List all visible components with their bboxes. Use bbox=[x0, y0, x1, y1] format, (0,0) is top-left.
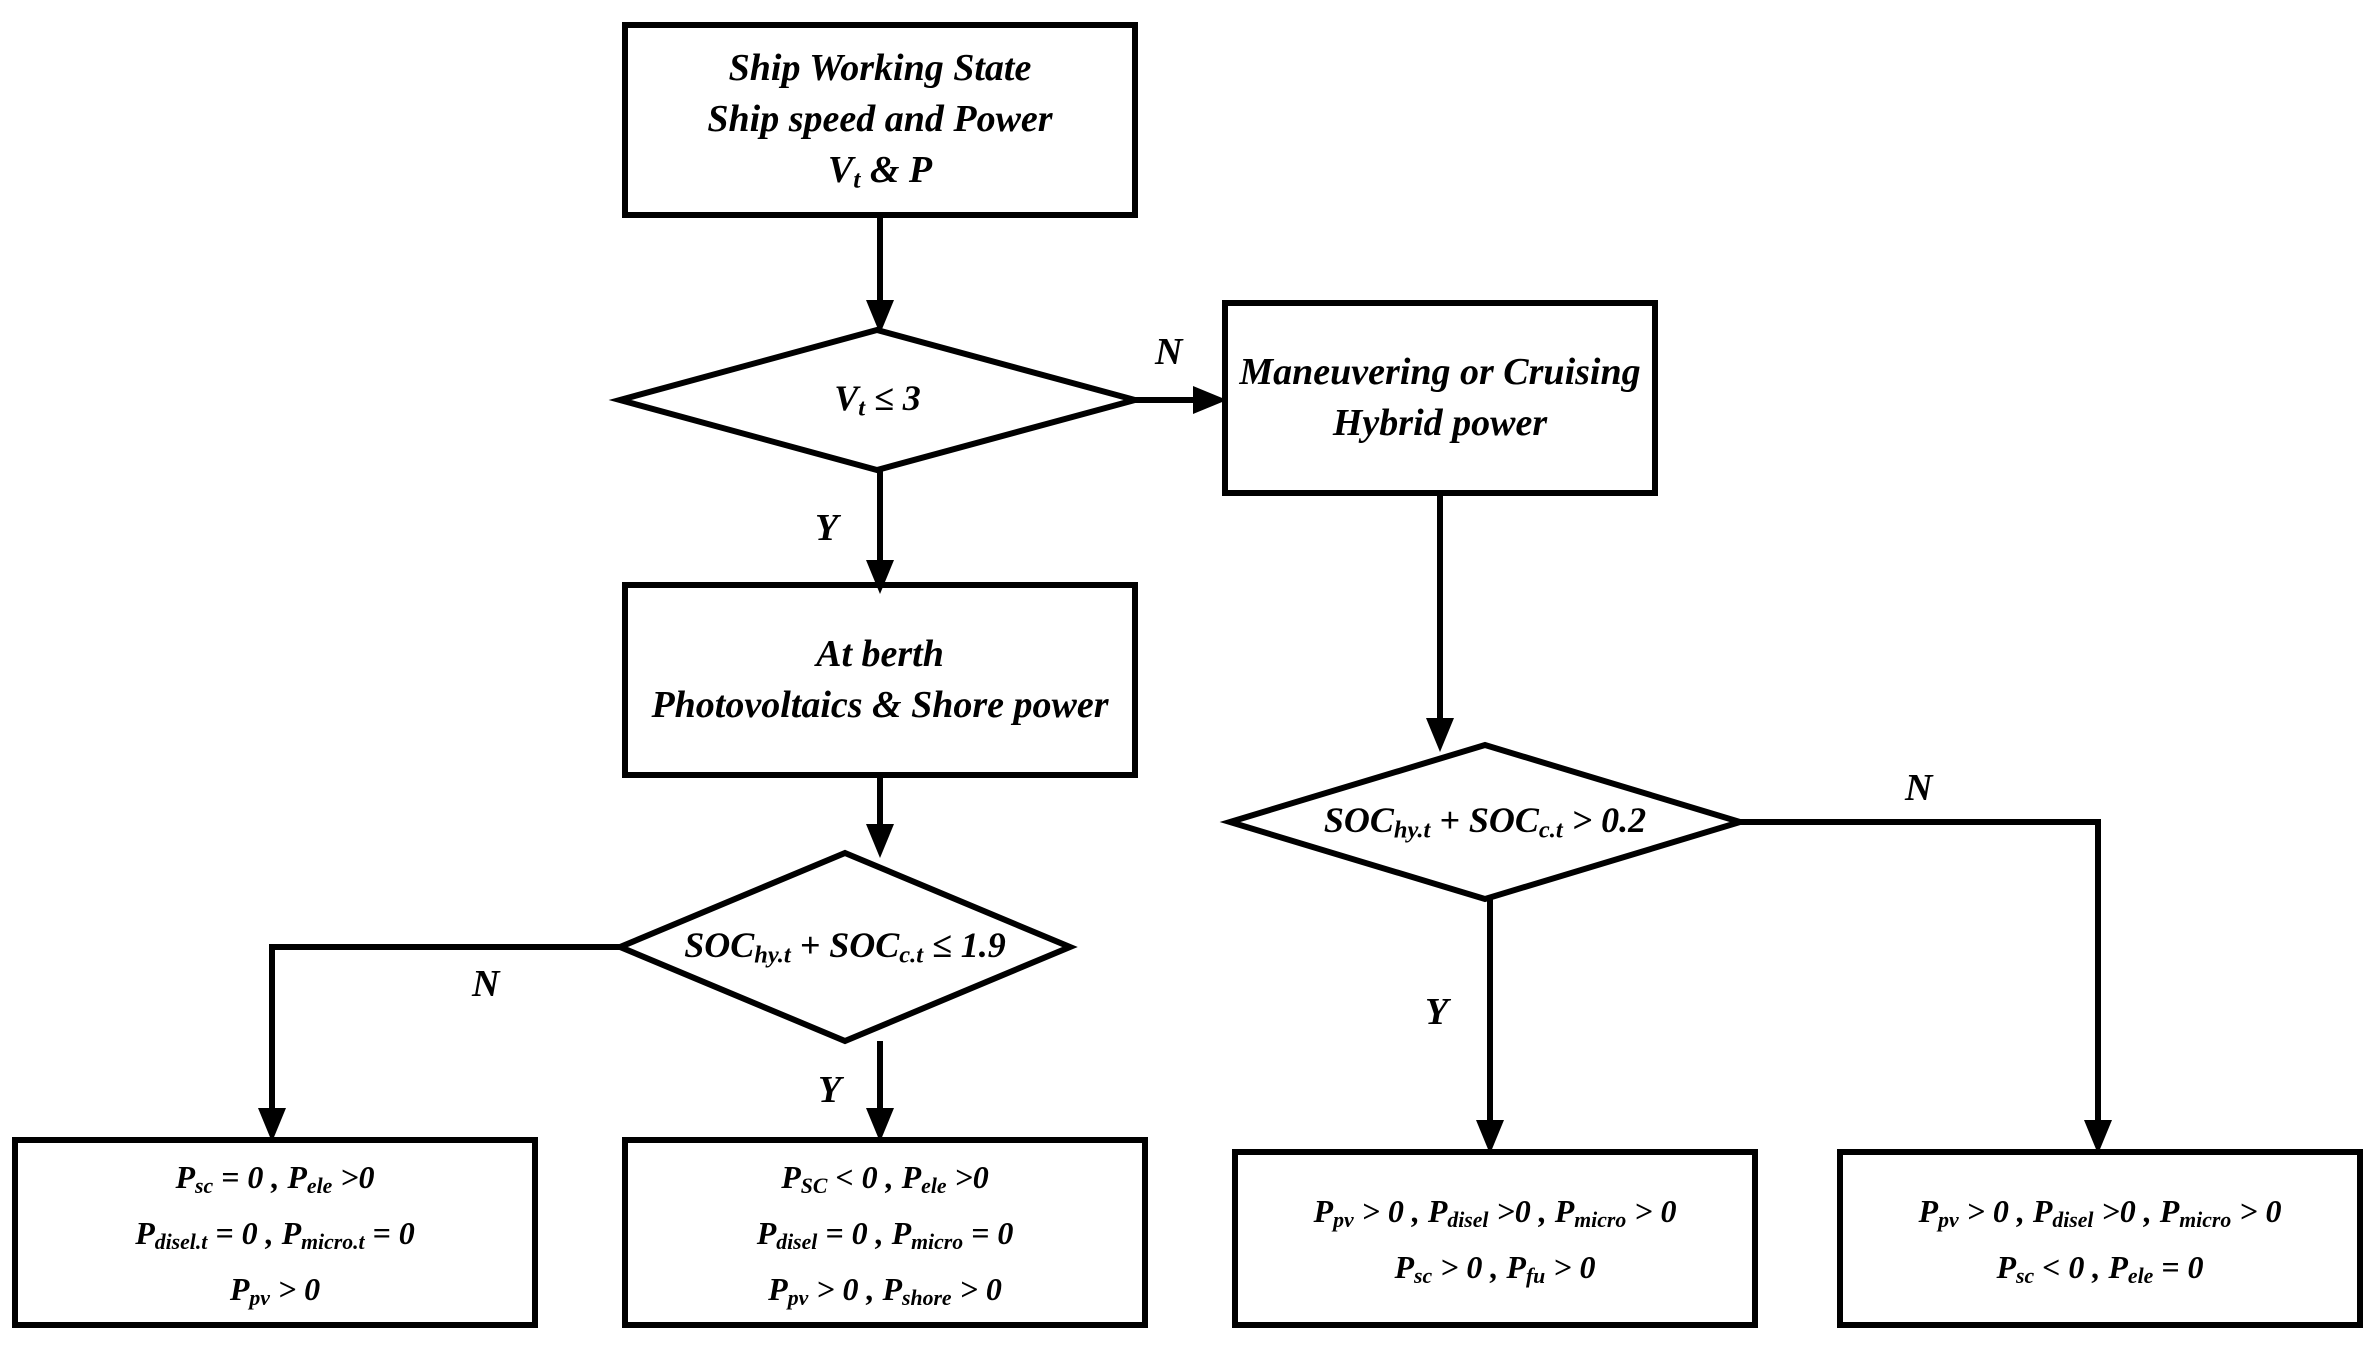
node-result-2-shape[interactable] bbox=[622, 1137, 1148, 1328]
node-maneuvering-shape[interactable] bbox=[1222, 300, 1658, 496]
arrowhead-soc-sail-yes bbox=[1476, 1120, 1504, 1154]
node-decision-soc-sail-shape[interactable] bbox=[1219, 741, 1751, 903]
node-result-4-shape[interactable] bbox=[1837, 1149, 2363, 1328]
branch-label-sail-no: N bbox=[1905, 767, 1933, 809]
branch-label-speed-no: N bbox=[1155, 331, 1183, 373]
node-decision-soc-berth-shape[interactable] bbox=[612, 849, 1078, 1045]
arrowhead-start-to-speed bbox=[866, 300, 894, 334]
arrowhead-maneuvering bbox=[1426, 718, 1454, 752]
arrowhead-speed-yes bbox=[866, 560, 894, 594]
node-decision-speed-shape[interactable] bbox=[608, 326, 1147, 474]
arrowhead-speed-no bbox=[1193, 386, 1227, 414]
edge-soc-berth-no-to-result-1 bbox=[269, 944, 620, 1118]
node-result-3-shape[interactable] bbox=[1232, 1149, 1758, 1328]
branch-label-berth-no: N bbox=[472, 963, 500, 1005]
arrowhead-at-berth bbox=[866, 824, 894, 858]
edge-soc-sail-no-to-result-4 bbox=[1740, 819, 2101, 1130]
node-result-1-shape[interactable] bbox=[12, 1137, 538, 1328]
arrowhead-soc-berth-no bbox=[258, 1108, 286, 1142]
branch-label-sail-yes: Y bbox=[1425, 991, 1449, 1033]
arrowhead-soc-sail-no bbox=[2084, 1120, 2112, 1154]
node-at-berth-shape[interactable] bbox=[622, 582, 1138, 778]
arrowhead-soc-berth-yes bbox=[866, 1108, 894, 1142]
branch-label-berth-yes: Y bbox=[818, 1069, 842, 1111]
branch-label-speed-yes: Y bbox=[815, 507, 839, 549]
node-start-shape[interactable] bbox=[622, 22, 1138, 218]
